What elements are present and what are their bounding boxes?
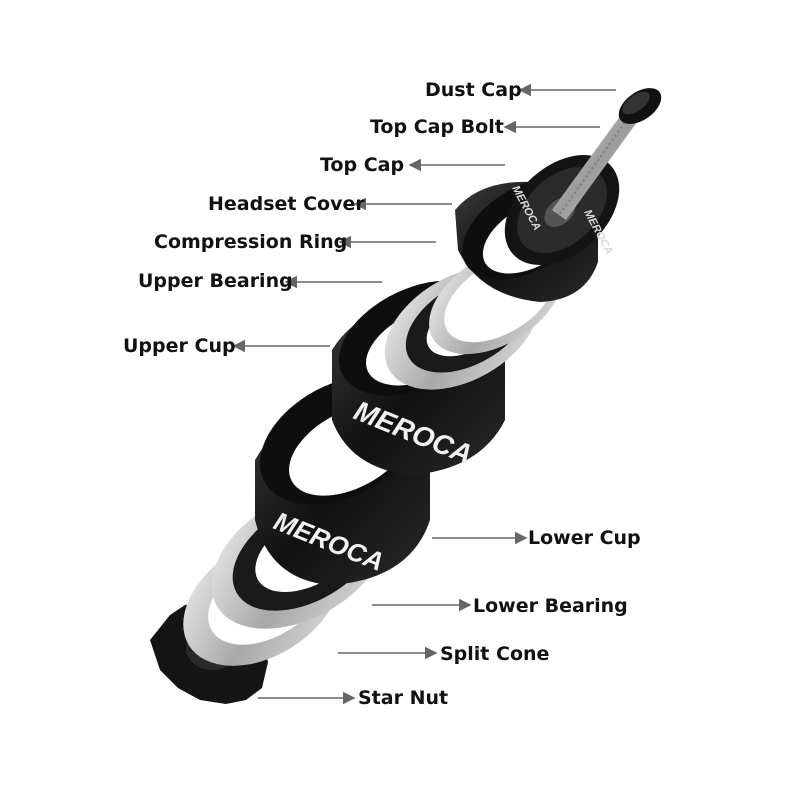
label-lower-cup: Lower Cup — [528, 527, 641, 549]
label-top-cap-bolt: Top Cap Bolt — [370, 116, 504, 138]
top-cap-bolt-part — [552, 108, 640, 220]
callout-arrows — [232, 83, 616, 705]
label-top-cap: Top Cap — [320, 154, 405, 176]
label-star-nut: Star Nut — [358, 687, 449, 709]
label-lower-bearing: Lower Bearing — [473, 595, 628, 617]
label-split-cone: Split Cone — [440, 643, 550, 665]
label-headset-cover: Headset Cover — [208, 193, 365, 215]
dust-cap-part — [618, 88, 662, 124]
label-compression-ring: Compression Ring — [154, 231, 348, 253]
label-upper-cup: Upper Cup — [123, 335, 236, 357]
label-dust-cap: Dust Cap — [425, 79, 522, 101]
label-upper-bearing: Upper Bearing — [138, 270, 293, 292]
